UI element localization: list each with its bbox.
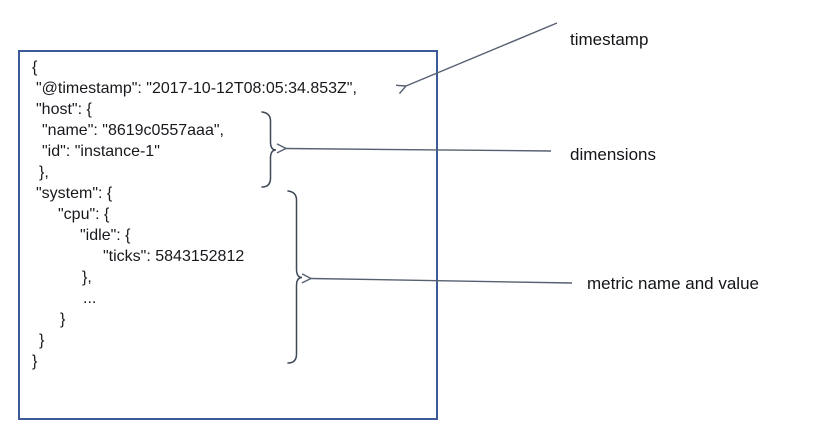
code-line: "cpu": { [58, 206, 110, 223]
code-line: "system": { [36, 185, 113, 202]
timestamp-label: timestamp [570, 30, 649, 49]
code-line: "@timestamp": "2017-10-12T08:05:34.853Z"… [36, 80, 357, 97]
json-code: { "@timestamp": "2017-10-12T08:05:34.853Z… [32, 57, 436, 372]
dimensions-label: dimensions [570, 145, 656, 164]
code-line: "host": { [36, 101, 92, 118]
code-line: }, [82, 269, 92, 286]
code-line: ... [83, 290, 97, 307]
code-line: { [32, 59, 38, 76]
json-document-box: { "@timestamp": "2017-10-12T08:05:34.853Z… [18, 50, 438, 420]
code-line: "id": "instance-1" [42, 143, 160, 160]
code-line: } [39, 332, 45, 349]
code-line: } [60, 311, 66, 328]
code-line: } [32, 353, 38, 370]
code-line: "ticks": 5843152812 [103, 248, 245, 265]
code-line: "name": "8619c0557aaa", [42, 122, 224, 139]
code-line: "idle": { [80, 227, 131, 244]
code-line: }, [39, 164, 49, 181]
metric-name-and-value-label: metric name and value [587, 274, 759, 293]
